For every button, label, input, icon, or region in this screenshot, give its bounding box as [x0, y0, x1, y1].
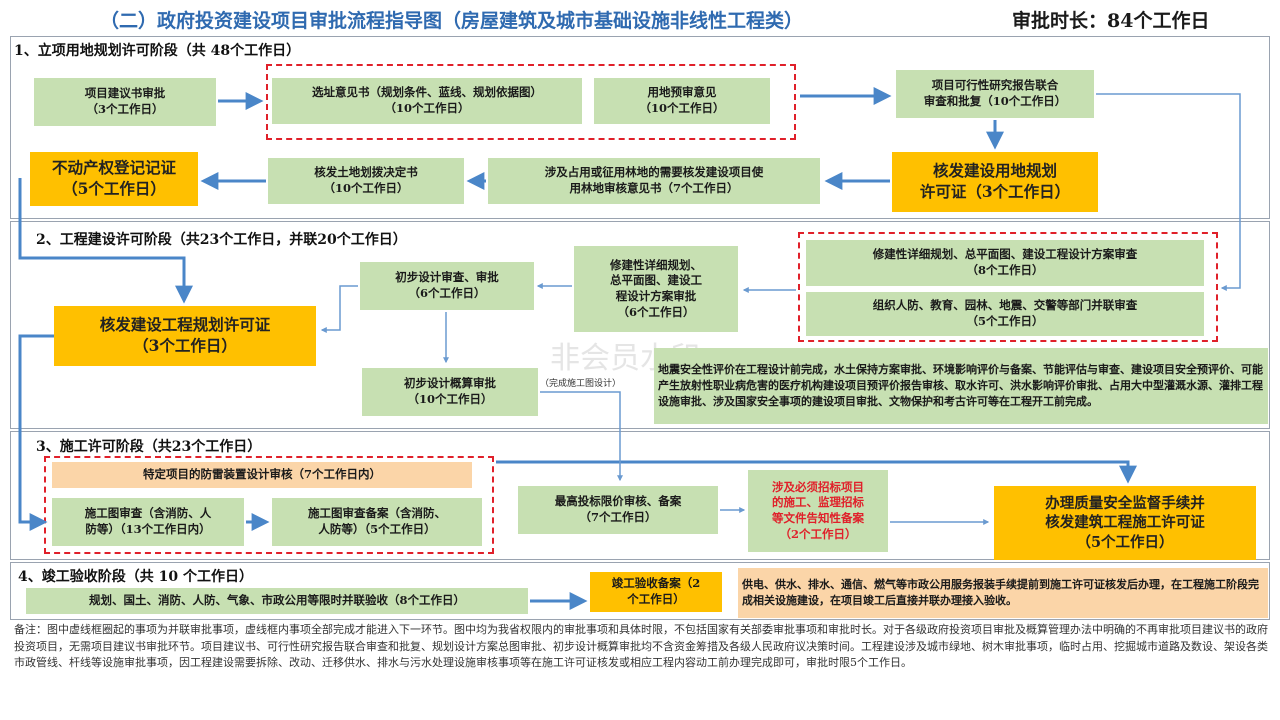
total-approval-time: 审批时长：84个工作日: [1012, 10, 1210, 32]
lightning-protection-review: 特定项目的防雷装置设计审核（7个工作日内）: [52, 462, 472, 488]
forest-land-opinion: 涉及占用或征用林地的需要核发建设项目使 用林地审核意见书（7个工作日）: [488, 158, 820, 204]
utility-services-note: 供电、供水、排水、通信、燃气等市政公用服务报装手续提前到施工许可证核发后办理，在…: [738, 568, 1268, 618]
preliminary-design-review: 初步设计审查、审批 （6个工作日）: [360, 262, 534, 310]
bidding-document-filing: 涉及必须招标项目 的施工、监理招标 等文件告知性备案 （2个工作日）: [748, 470, 888, 552]
stage-1-parallel-group: [266, 64, 796, 140]
construction-drawing-note: （完成施工图设计）: [540, 379, 622, 389]
page-title: （二）政府投资建设项目审批流程指导图（房屋建筑及城市基础设施非线性工程类）: [100, 10, 804, 32]
stage-3-title: 3、施工许可阶段（共23个工作日）: [36, 439, 262, 455]
construction-drawing-filing: 施工图审查备案（含消防、 人防等）（5个工作日）: [272, 498, 482, 546]
detailed-plan-approval: 修建性详细规划、 总平面图、建设工 程设计方案审批 （6个工作日）: [574, 246, 738, 332]
construction-drawing-review: 施工图审查（含消防、人 防等）（13个工作日内）: [52, 498, 244, 546]
parallel-approval-items: 地震安全性评价在工程设计前完成，水土保持方案审批、环境影响评价与备案、节能评估与…: [654, 348, 1268, 424]
stage-4-title: 4、竣工验收阶段（共 10 个工作日）: [18, 569, 253, 585]
completion-acceptance-filing: 竣工验收备案（2 个工作日）: [590, 572, 722, 612]
site-selection-opinion: 选址意见书（规划条件、蓝线、规划依据图） （10个工作日）: [272, 78, 582, 124]
stage-1-title: 1、立项用地规划许可阶段（共 48个工作日）: [14, 43, 301, 59]
land-use-preaudit: 用地预审意见 （10个工作日）: [594, 78, 770, 124]
construction-permit: 办理质量安全监督手续并 核发建筑工程施工许可证 （5个工作日）: [994, 486, 1256, 560]
land-allocation-decision: 核发土地划拨决定书 （10个工作日）: [268, 158, 464, 204]
footnote: 备注：图中虚线框圈起的事项为并联审批事项，虚线框内事项全部完成才能进入下一环节。…: [14, 623, 1268, 669]
detailed-plan-review: 修建性详细规划、总平面图、建设工程设计方案审查 （8个工作日）: [806, 240, 1204, 286]
preliminary-budget-approval: 初步设计概算审批 （10个工作日）: [362, 368, 538, 416]
feasibility-study-review: 项目可行性研究报告联合 审查和批复（10个工作日）: [896, 70, 1094, 118]
joint-completion-acceptance: 规划、国土、消防、人防、气象、市政公用等限时并联验收（8个工作日）: [26, 588, 528, 614]
engineering-planning-permit: 核发建设工程规划许可证 （3个工作日）: [54, 306, 316, 366]
max-bid-price-review: 最高投标限价审核、备案 （7个工作日）: [518, 486, 718, 534]
joint-department-review: 组织人防、教育、园林、地震、交警等部门并联审查 （5个工作日）: [806, 292, 1204, 336]
property-registration: 不动产权登记记证 （5个工作日）: [30, 152, 198, 206]
stage-2-title: 2、工程建设许可阶段（共23个工作日，并联20个工作日）: [36, 232, 407, 248]
project-proposal-approval: 项目建议书审批 （3个工作日）: [34, 78, 216, 126]
land-planning-permit: 核发建设用地规划 许可证（3个工作日）: [892, 152, 1098, 212]
header: （二）政府投资建设项目审批流程指导图（房屋建筑及城市基础设施非线性工程类） 审批…: [0, 2, 1280, 36]
